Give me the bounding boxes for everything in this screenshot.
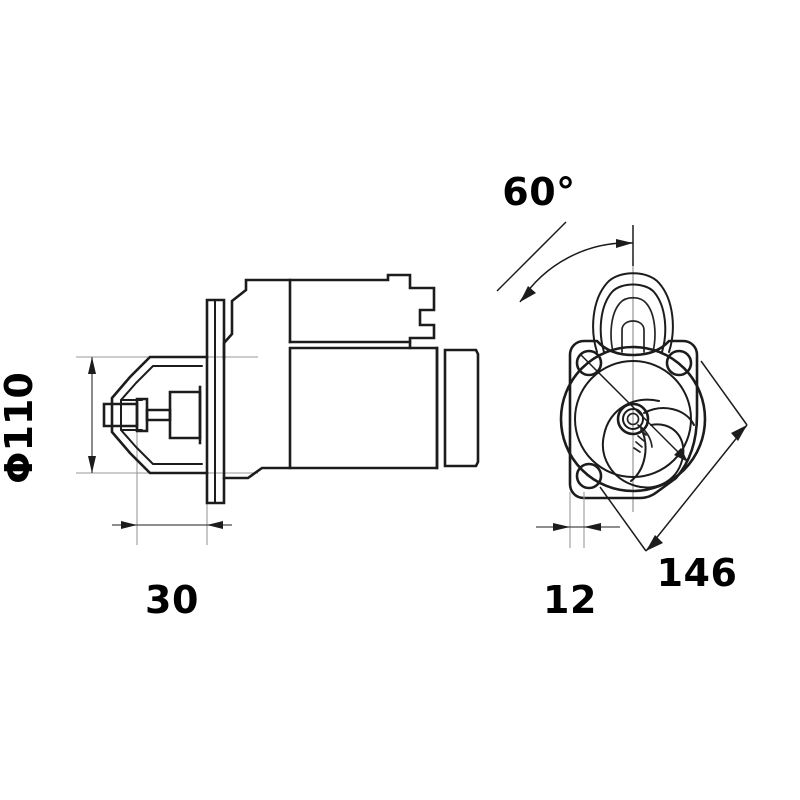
pinion-helix-detail: [601, 398, 695, 489]
dimension-12: [536, 523, 620, 531]
bolt-hole-top-right: [665, 349, 693, 377]
square-mounting-flange: [568, 339, 699, 500]
dim12-extension-lines: [569, 492, 585, 548]
dimension-label-phi110: Φ110: [0, 372, 41, 484]
dimension-label-146: 146: [657, 551, 738, 595]
shaft-bore: [626, 412, 640, 426]
outer-bore-circle: [559, 345, 707, 493]
dimension-phi110: [88, 357, 96, 473]
bushing-mid-ring: [622, 408, 644, 430]
drive-pinion-nose: [102, 355, 209, 475]
dimension-60deg: [496, 221, 634, 303]
dimension-label-12: 12: [543, 578, 597, 622]
dimension-30: [112, 521, 232, 529]
drive-end-face-view: [559, 262, 707, 548]
bushing-outer-ring: [616, 402, 650, 436]
terminal-cap-arch: [592, 272, 674, 353]
solenoid-housing: [288, 273, 436, 350]
bolt-hole-bottom-left: [575, 462, 603, 490]
dimension-146: [579, 353, 748, 552]
drive-end-bracket: [222, 278, 292, 480]
bolt-hole-top-left: [575, 349, 603, 377]
shaft-center-bushing: [616, 402, 650, 436]
dimension-label-60deg: 60°: [502, 170, 575, 214]
side-elevation-view: [76, 273, 480, 545]
mounting-flange-plate: [205, 298, 226, 505]
flange-bolt-holes: [575, 349, 693, 490]
motor-yoke-housing: [288, 346, 480, 470]
dimension-label-30: 30: [145, 578, 199, 622]
